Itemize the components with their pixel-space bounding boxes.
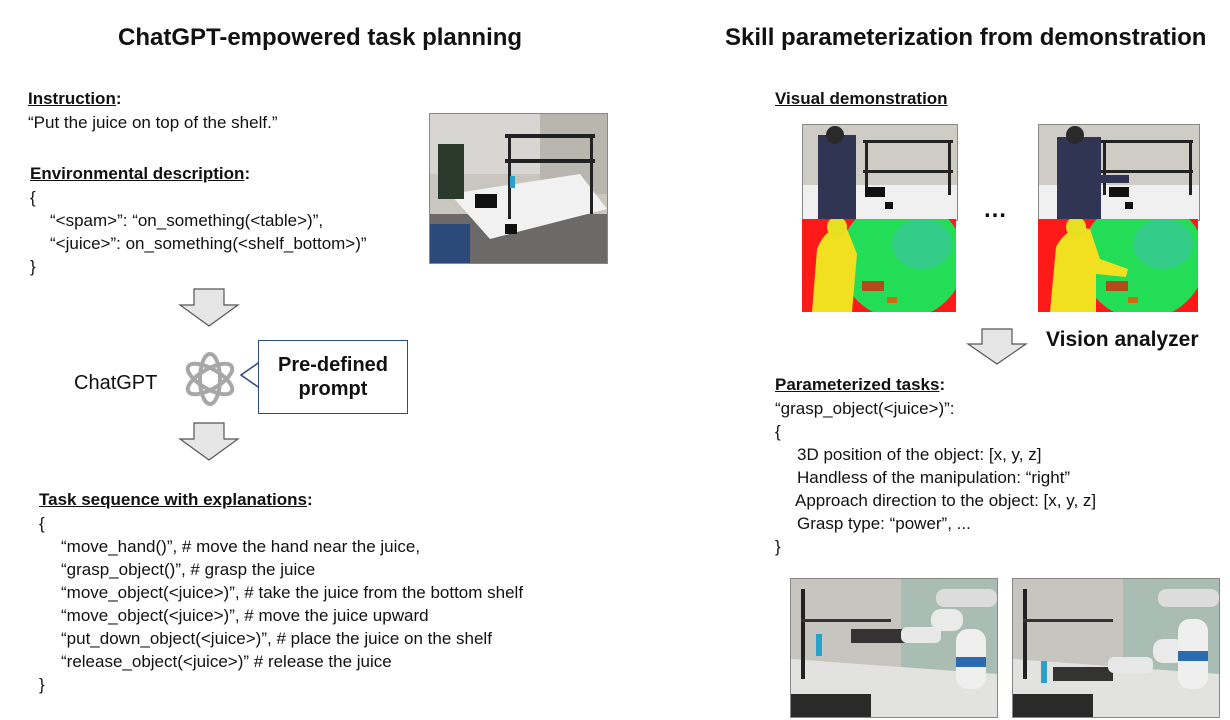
task-sequence-block: { “move_hand()”, # move the hand near th… xyxy=(39,512,523,696)
task-line: { xyxy=(39,514,45,533)
param-line: } xyxy=(775,537,781,556)
task-line: “move_object(<juice>)”, # move the juice… xyxy=(61,606,429,625)
demo-depth-frame-2 xyxy=(1038,219,1198,312)
demo-rgb-frame-2 xyxy=(1038,124,1200,221)
instruction-heading: Instruction: xyxy=(28,89,122,108)
down-arrow-icon xyxy=(178,422,240,461)
chatgpt-logo-icon xyxy=(185,352,235,406)
robot-photo-1 xyxy=(790,578,998,718)
visual-demo-label: Visual demonstration xyxy=(775,89,948,108)
frames-ellipsis: … xyxy=(983,196,1007,223)
parameterized-block: “grasp_object(<juice>)”: { 3D position o… xyxy=(775,397,1096,558)
task-line: “move_object(<juice>)”, # take the juice… xyxy=(61,583,524,602)
demo-rgb-frame-1 xyxy=(802,124,958,221)
param-line: 3D position of the object: [x, y, z] xyxy=(797,445,1042,464)
parameterized-label: Parameterized tasks xyxy=(775,375,940,394)
param-line: Approach direction to the object: [x, y,… xyxy=(795,491,1097,510)
task-line: “put_down_object(<juice>)”, # place the … xyxy=(61,629,492,648)
param-line: { xyxy=(775,422,781,441)
down-arrow-icon xyxy=(966,328,1028,365)
environment-block: { “<spam>”: “on_something(<table>)”, “<j… xyxy=(30,186,367,278)
environment-heading: Environmental description: xyxy=(30,164,251,183)
environment-line: “<spam>”: “on_something(<table>)”, xyxy=(50,211,324,230)
task-line: “release_object(<juice>)” # release the … xyxy=(61,652,392,671)
left-panel-title: ChatGPT-empowered task planning xyxy=(118,24,523,51)
vision-analyzer-label: Vision analyzer xyxy=(1046,328,1199,351)
environment-label: Environmental description xyxy=(30,164,245,183)
predefined-prompt-box: Pre-defined prompt xyxy=(258,340,408,414)
param-line: Handless of the manipulation: “right” xyxy=(797,468,1071,487)
environment-line: } xyxy=(30,257,36,276)
task-line: “move_hand()”, # move the hand near the … xyxy=(61,537,421,556)
prompt-line: prompt xyxy=(298,378,368,400)
instruction-text: “Put the juice on top of the shelf.” xyxy=(28,113,278,132)
robot-photo-2 xyxy=(1012,578,1220,718)
environment-line: “<juice>”: on_something(<shelf_bottom>)” xyxy=(50,234,367,253)
task-line: } xyxy=(39,675,45,694)
parameterized-heading: Parameterized tasks: xyxy=(775,375,946,394)
instruction-label: Instruction xyxy=(28,89,116,108)
scene-photo xyxy=(429,113,608,264)
task-sequence-heading: Task sequence with explanations: xyxy=(39,490,313,509)
param-line: “grasp_object(<juice>)”: xyxy=(775,399,955,418)
task-sequence-label: Task sequence with explanations xyxy=(39,490,307,509)
down-arrow-icon xyxy=(178,288,240,327)
task-line: “grasp_object()”, # grasp the juice xyxy=(61,560,316,579)
chatgpt-label: ChatGPT xyxy=(74,372,158,394)
demo-depth-frame-1 xyxy=(802,219,956,312)
prompt-line: Pre-defined xyxy=(277,354,389,376)
environment-line: { xyxy=(30,188,36,207)
param-line: Grasp type: “power”, ... xyxy=(797,514,971,533)
right-panel-title: Skill parameterization from demonstratio… xyxy=(725,24,1207,51)
